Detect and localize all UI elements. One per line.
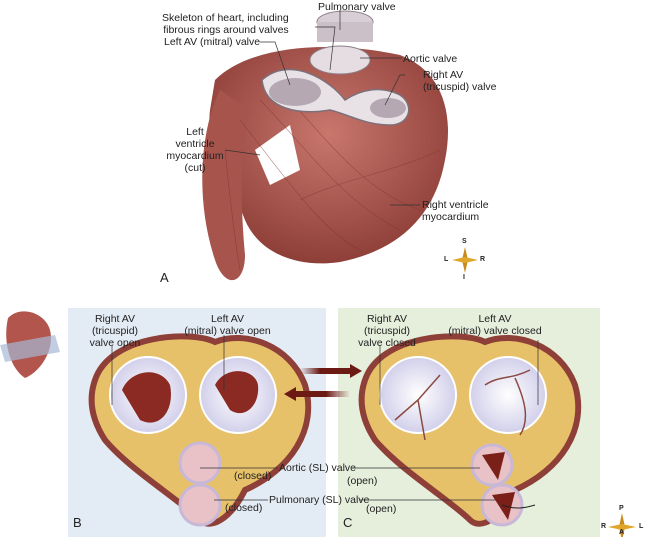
compass-a-right: R xyxy=(480,256,486,263)
label-c-right-av-line1: Right AV xyxy=(366,313,408,325)
compass-bc-top: P xyxy=(619,505,624,512)
label-b-pulmonary-state: (closed) xyxy=(225,502,263,514)
compass-a-top: S xyxy=(462,238,467,245)
panel-letter-a: A xyxy=(160,270,169,285)
label-lv-line2: ventricle xyxy=(175,138,215,150)
label-pulmonary-valve: Pulmonary valve xyxy=(318,1,396,13)
label-left-av-valve: Left AV (mitral) valve xyxy=(164,36,261,48)
panel-letter-c: C xyxy=(343,515,353,530)
panel-letter-b: B xyxy=(73,515,82,530)
label-right-av-valve: Right AV(tricuspid) valve xyxy=(423,69,497,93)
compass-bc-bottom: A xyxy=(619,529,625,536)
label-lv-line3: myocardium xyxy=(166,150,224,162)
label-b-aortic-state: (closed) xyxy=(234,470,272,482)
label-c-right-av-closed: Right AV(tricuspid)valve closed xyxy=(352,313,422,349)
panel-a-leader-lines xyxy=(224,10,420,206)
label-c-right-av-line3: valve closed xyxy=(358,337,416,349)
label-c-aortic-state: (open) xyxy=(347,475,378,487)
label-b-right-av-line3: valve open xyxy=(89,337,141,349)
label-pulmonary-sl-valve: Pulmonary (SL) valve xyxy=(269,494,370,506)
label-c-left-av-line2: (mitral) valve closed xyxy=(448,325,542,337)
label-c-left-av-closed: Left AV(mitral) valve closed xyxy=(445,313,545,337)
label-right-av-line2: (tricuspid) valve xyxy=(423,81,497,93)
compass-a-icon xyxy=(452,247,478,273)
label-b-left-av-line1: Left AV xyxy=(210,313,245,325)
label-b-left-av-open: Left AV(mitral) valve open xyxy=(180,313,275,337)
panel-bc-leader-lines xyxy=(111,335,539,501)
valve-skeleton-drawing xyxy=(261,10,410,126)
compass-a-left: L xyxy=(444,256,449,263)
cross-section-b-drawing xyxy=(88,333,312,527)
compass-bc-icon xyxy=(608,513,636,537)
compass-a-bottom: I xyxy=(463,274,465,281)
label-skeleton-line1: Skeleton of heart, including xyxy=(162,12,289,24)
heart-thumbnail-icon xyxy=(0,311,60,378)
label-b-right-av-line1: Right AV xyxy=(94,313,136,325)
label-c-pulmonary-state: (open) xyxy=(366,503,397,515)
label-c-left-av-line1: Left AV xyxy=(478,313,512,325)
label-lv-line1: Left xyxy=(186,126,204,138)
label-b-right-av-line2: (tricuspid) xyxy=(91,325,139,337)
cross-section-c-drawing xyxy=(358,333,582,527)
label-b-left-av-line2: (mitral) valve open xyxy=(184,325,271,337)
transition-arrows-icon xyxy=(284,364,362,401)
compass-bc-right: L xyxy=(639,523,644,530)
label-rv-line1: Right ventricle xyxy=(422,199,489,211)
label-aortic-valve: Aortic valve xyxy=(403,53,458,65)
label-c-right-av-line2: (tricuspid) xyxy=(363,325,411,337)
label-lv-line4: (cut) xyxy=(184,162,206,174)
label-skeleton-line2: fibrous rings around valves xyxy=(163,24,289,36)
label-b-right-av-open: Right AV(tricuspid)valve open xyxy=(85,313,145,349)
label-rv-line2: myocardium xyxy=(422,211,480,223)
label-aortic-sl-valve: Aortic (SL) valve xyxy=(279,462,357,474)
compass-bc-left: R xyxy=(601,523,607,530)
label-right-av-line1: Right AV xyxy=(423,69,464,81)
